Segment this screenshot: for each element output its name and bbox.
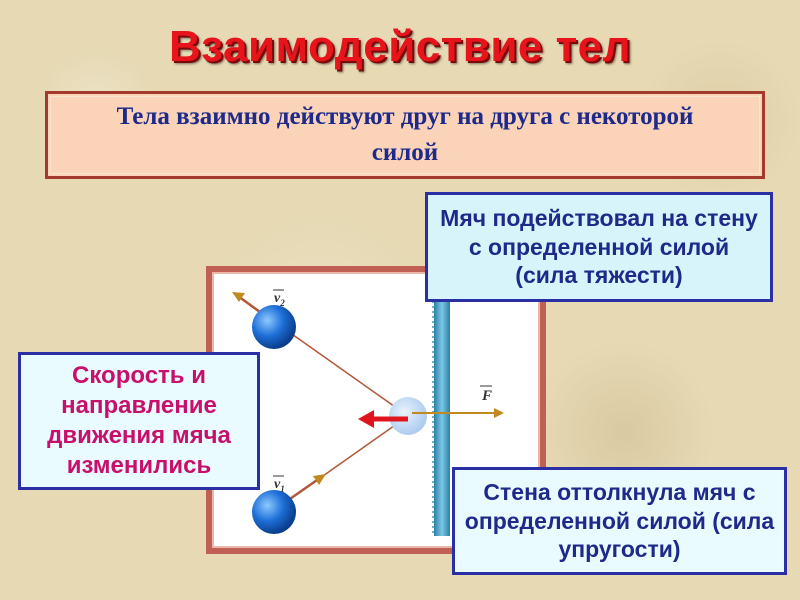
force-arrow-ball (358, 410, 408, 428)
label-v2: v2 (274, 291, 285, 308)
label-v1: v1 (274, 477, 285, 494)
callout-ball-force-text: Мяч подействовал на стену с определенной… (440, 204, 758, 289)
callout-velocity-change: Скорость и направление движения мяча изм… (18, 352, 260, 490)
callout-wall-force-text: Стена оттолкнула мяч с определенной сило… (464, 478, 775, 563)
subtitle-box: Тела взаимно действуют друг на друга с н… (45, 91, 765, 179)
ball-bounce-diagram: v2 v1 F (232, 286, 504, 536)
subtitle-text: Тела взаимно действуют друг на друга с н… (116, 102, 694, 166)
wall (434, 286, 450, 536)
callout-wall-force: Стена оттолкнула мяч с определенной сило… (452, 467, 787, 575)
ball-after (252, 305, 296, 349)
ball-before (252, 490, 296, 534)
slide-title: Взаимодействие тел (168, 22, 632, 71)
diagram-frame: v2 v1 F (206, 266, 546, 554)
callout-velocity-change-text: Скорость и направление движения мяча изм… (47, 362, 231, 479)
callout-ball-force: Мяч подействовал на стену с определенной… (425, 192, 773, 302)
force-arrow-wall (412, 408, 504, 418)
ball-at-wall (389, 397, 427, 435)
label-force: F (481, 388, 492, 404)
